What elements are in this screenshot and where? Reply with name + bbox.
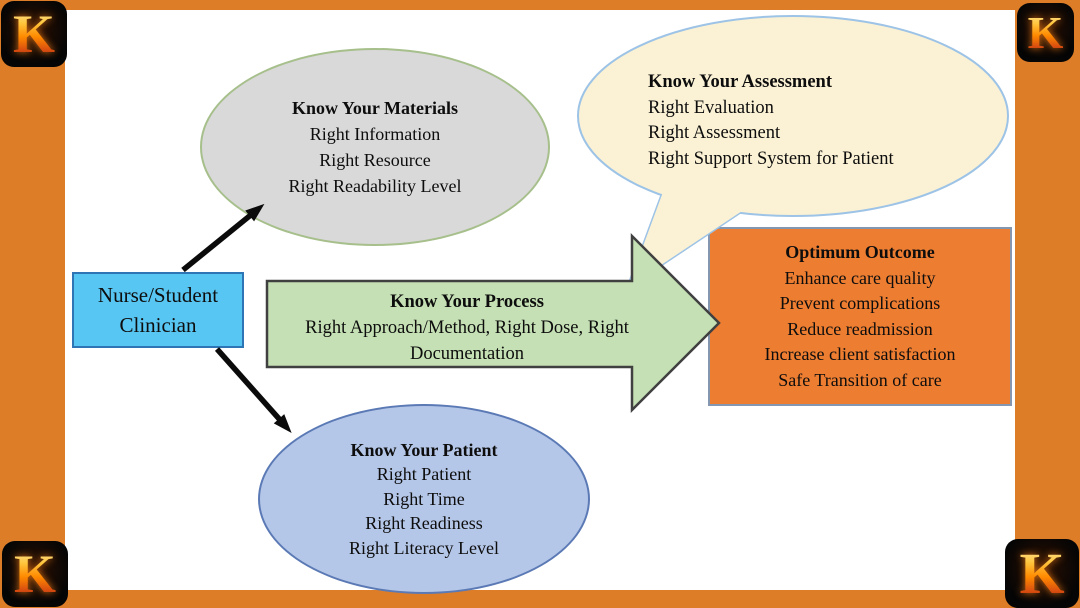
k-logo-bottom-left: K — [2, 541, 68, 607]
patient-title: Know Your Patient — [350, 439, 498, 460]
patient-item: Right Time — [383, 488, 465, 509]
outcome-box: Optimum Outcome Enhance care quality Pre… — [708, 227, 1012, 406]
assessment-title: Know Your Assessment — [648, 72, 832, 92]
k-logo-bottom-right: K — [1005, 539, 1079, 608]
actor-line1: Nurse/Student — [97, 283, 219, 307]
k-letter: K — [1027, 6, 1064, 58]
actor-line2: Clinician — [119, 313, 197, 337]
outcome-item: Safe Transition of care — [778, 369, 942, 390]
materials-item: Right Readability Level — [288, 176, 462, 196]
k-letter: K — [12, 4, 55, 64]
actor-box: Nurse/Student Clinician — [72, 272, 244, 348]
k-letter: K — [13, 544, 56, 604]
materials-item: Right Information — [309, 124, 441, 144]
process-title: Know Your Process — [390, 292, 544, 312]
patient-item: Right Readiness — [365, 513, 483, 534]
patient-ellipse: Know Your Patient Right Patient Right Ti… — [258, 404, 590, 594]
outcome-item: Increase client satisfaction — [764, 344, 956, 364]
process-arrow-text: Know Your Process Right Approach/Method,… — [276, 289, 658, 367]
patient-item: Right Patient — [376, 464, 472, 485]
materials-title: Know Your Materials — [292, 98, 458, 118]
outcome-item: Enhance care quality — [784, 267, 936, 288]
k-logo-top-left: K — [1, 1, 67, 67]
patient-item: Right Literacy Level — [349, 537, 499, 558]
assessment-item: Right Evaluation — [648, 97, 774, 118]
process-body: Right Approach/Method, Right Dose, Right… — [305, 318, 629, 364]
assessment-item: Right Assessment — [648, 123, 781, 143]
assessment-item: Right Support System for Patient — [648, 148, 894, 169]
k-logo-top-right: K — [1017, 3, 1074, 62]
outcome-item: Reduce readmission — [787, 318, 933, 339]
assessment-bubble-text: Know Your Assessment Right Evaluation Ri… — [648, 70, 968, 172]
outcome-item: Prevent complications — [779, 293, 941, 313]
materials-item: Right Resource — [319, 150, 431, 170]
outcome-title: Optimum Outcome — [785, 242, 935, 262]
materials-ellipse: Know Your Materials Right Information Ri… — [200, 48, 550, 246]
k-letter: K — [1019, 540, 1065, 606]
